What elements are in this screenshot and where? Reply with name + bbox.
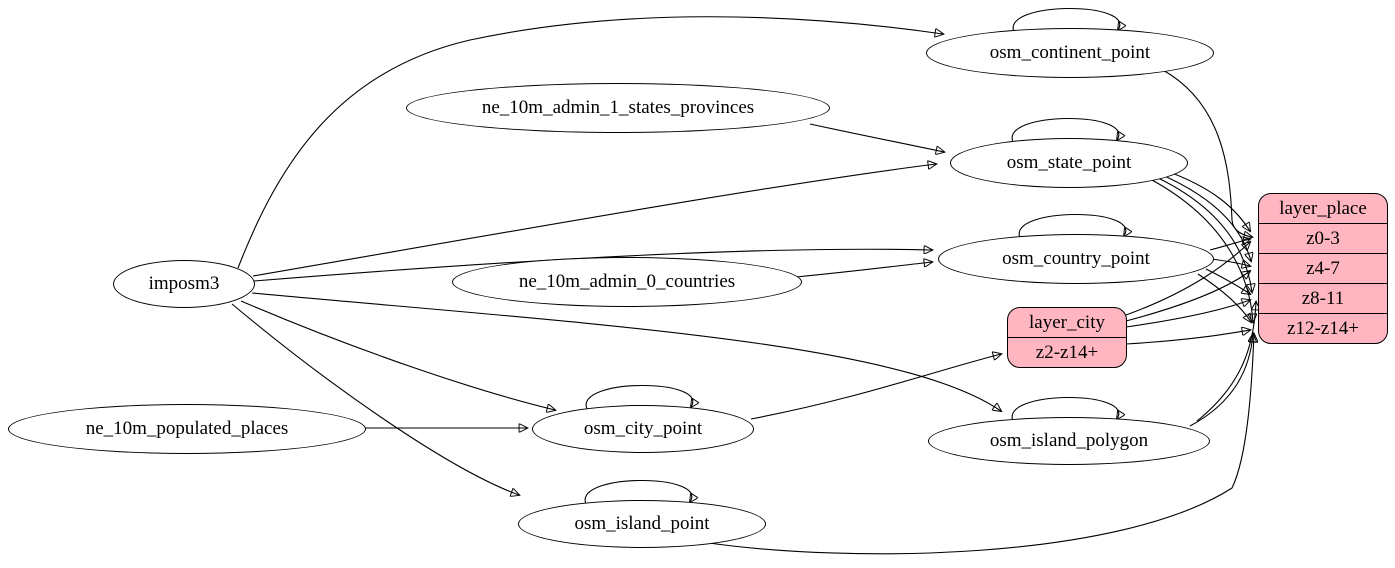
- node-label: osm_island_point: [574, 513, 710, 534]
- layer-city-row-z2-z14: z2-z14+: [1008, 337, 1126, 367]
- layer-place-row-z12-z14: z12-z14+: [1259, 313, 1387, 343]
- node-label: osm_country_point: [1002, 248, 1150, 269]
- edge-imposm3-to-osm-island-point: [231, 303, 519, 495]
- node-osm-state-point: osm_state_point: [950, 138, 1188, 188]
- node-ne-10m-populated-places: ne_10m_populated_places: [8, 404, 366, 454]
- node-imposm3: imposm3: [113, 260, 255, 308]
- node-osm-island-polygon: osm_island_polygon: [928, 417, 1210, 465]
- edge-osm-state-point-to-layer-place-z4-7: [1159, 173, 1251, 261]
- edge-layer-city-to-layer-place-z8-11: [1125, 300, 1250, 328]
- node-osm-island-point: osm_island_point: [518, 500, 766, 548]
- node-label: osm_state_point: [1006, 152, 1132, 173]
- edge-layer-city-to-layer-place-z4-7: [1125, 271, 1250, 322]
- node-label: imposm3: [148, 273, 220, 294]
- layer-place-row-z0-3: z0-3: [1259, 223, 1387, 253]
- node-layer-place: layer_place z0-3 z4-7 z8-11 z12-z14+: [1258, 193, 1388, 344]
- edge-osm-island-point-to-layer-place-z12-z14-: [701, 334, 1254, 555]
- self-loop-osm-island-polygon: [1011, 396, 1119, 422]
- edge-osm-continent-point-to-layer-place-z0-3: [1160, 68, 1252, 237]
- edge-osm-country-point-to-layer-place-z12-z14-: [1197, 273, 1251, 322]
- edge-osm-country-point-to-layer-place-z0-3: [1209, 239, 1250, 251]
- self-loop-osm-country-point: [1018, 213, 1126, 239]
- node-ne-10m-admin-1-states-provinces: ne_10m_admin_1_states_provinces: [406, 83, 830, 133]
- edge-osm-country-point-to-layer-place-z4-7: [1211, 258, 1250, 266]
- layer-place-title: layer_place: [1279, 197, 1367, 219]
- node-label: ne_10m_admin_0_countries: [518, 271, 736, 292]
- edge-ne-10m-admin-1-states-provinces-to-osm-state-point: [809, 123, 944, 152]
- node-osm-country-point: osm_country_point: [938, 234, 1214, 284]
- node-label: ne_10m_admin_1_states_provinces: [481, 97, 755, 118]
- node-label: ne_10m_populated_places: [85, 418, 289, 439]
- node-label: osm_continent_point: [989, 42, 1151, 63]
- layer-place-row-z8-11: z8-11: [1259, 283, 1387, 313]
- edge-imposm3-to-osm-country-point: [253, 249, 932, 282]
- edge-imposm3-to-osm-state-point: [252, 164, 936, 277]
- self-loop-osm-island-point: [584, 479, 692, 505]
- node-osm-continent-point: osm_continent_point: [926, 28, 1214, 78]
- edge-imposm3-to-osm-city-point: [240, 300, 555, 410]
- edge-imposm3-to-osm-island-polygon: [251, 292, 1001, 411]
- edge-osm-island-polygon-to-layer-place-z12-z14-: [1189, 334, 1253, 427]
- edge-osm-island-polygon-to-layer-place-z8-11: [1196, 302, 1256, 422]
- edge-osm-state-point-to-layer-place-z0-3: [1163, 169, 1250, 231]
- edge-ne-10m-admin-0-countries-to-osm-country-point: [795, 262, 932, 278]
- self-loop-osm-continent-point: [1012, 7, 1120, 33]
- node-label: osm_island_polygon: [989, 430, 1149, 451]
- self-loop-osm-state-point: [1011, 117, 1119, 143]
- edge-layer-city-to-layer-place-z12-z14-: [1125, 330, 1250, 345]
- node-layer-city: layer_city z2-z14+: [1007, 307, 1127, 368]
- edge-layer-city-to-layer-place-z0-3: [1125, 242, 1250, 316]
- node-osm-city-point: osm_city_point: [532, 405, 754, 453]
- layer-place-row-z4-7: z4-7: [1259, 253, 1387, 283]
- node-ne-10m-admin-0-countries: ne_10m_admin_0_countries: [452, 257, 802, 307]
- edge-osm-country-point-to-layer-place-z8-11: [1205, 268, 1250, 294]
- edge-osm-city-point-to-layer-city-z2-z14-: [750, 354, 1001, 420]
- layer-city-title: layer_city: [1029, 311, 1105, 333]
- node-label: osm_city_point: [583, 418, 703, 439]
- edge-imposm3-to-osm-continent-point: [237, 16, 943, 269]
- self-loop-osm-city-point: [585, 384, 693, 410]
